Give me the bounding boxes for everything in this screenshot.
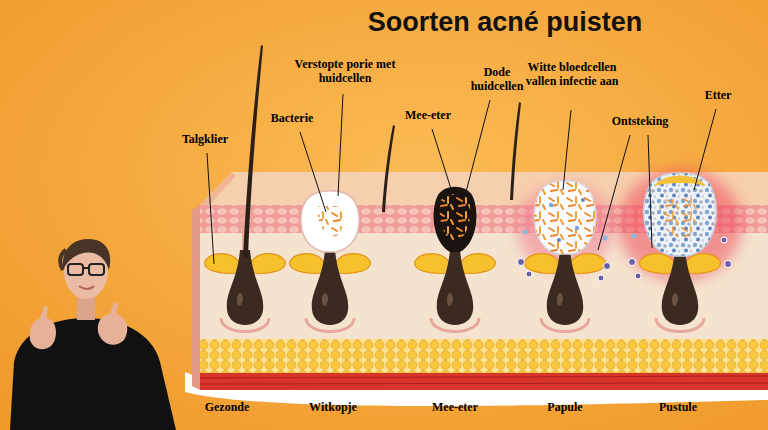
blackhead-follicle [415, 187, 496, 332]
part-label: Verstopte porie met huidcellen [291, 58, 399, 86]
part-label: Dode huidcellen [458, 66, 536, 94]
skin-block [185, 172, 768, 406]
interpreter-figure [10, 239, 176, 430]
title: Soorten acné puisten [368, 8, 643, 38]
pustule-follicle [618, 169, 742, 332]
hair-strands [382, 102, 521, 212]
stage-label: Mee-eter [410, 401, 500, 415]
stage-label: Pustule [633, 401, 723, 415]
part-label: Ontsteking [598, 115, 682, 129]
leader-lines [207, 94, 716, 264]
part-label: Etter [692, 89, 744, 103]
whitehead-follicle [290, 191, 371, 332]
healthy-follicle [205, 45, 286, 332]
part-label: Witte bloedcellen vallen infectie aan [515, 61, 629, 89]
papule-follicle [517, 181, 613, 332]
part-label: Talgklier [169, 133, 241, 147]
part-label: Bacterie [256, 112, 328, 126]
stage-label: Papule [520, 401, 610, 415]
stage-label: Witkopje [288, 401, 378, 415]
part-label: Mee-eter [392, 109, 464, 123]
stage-label: Gezonde [182, 401, 272, 415]
